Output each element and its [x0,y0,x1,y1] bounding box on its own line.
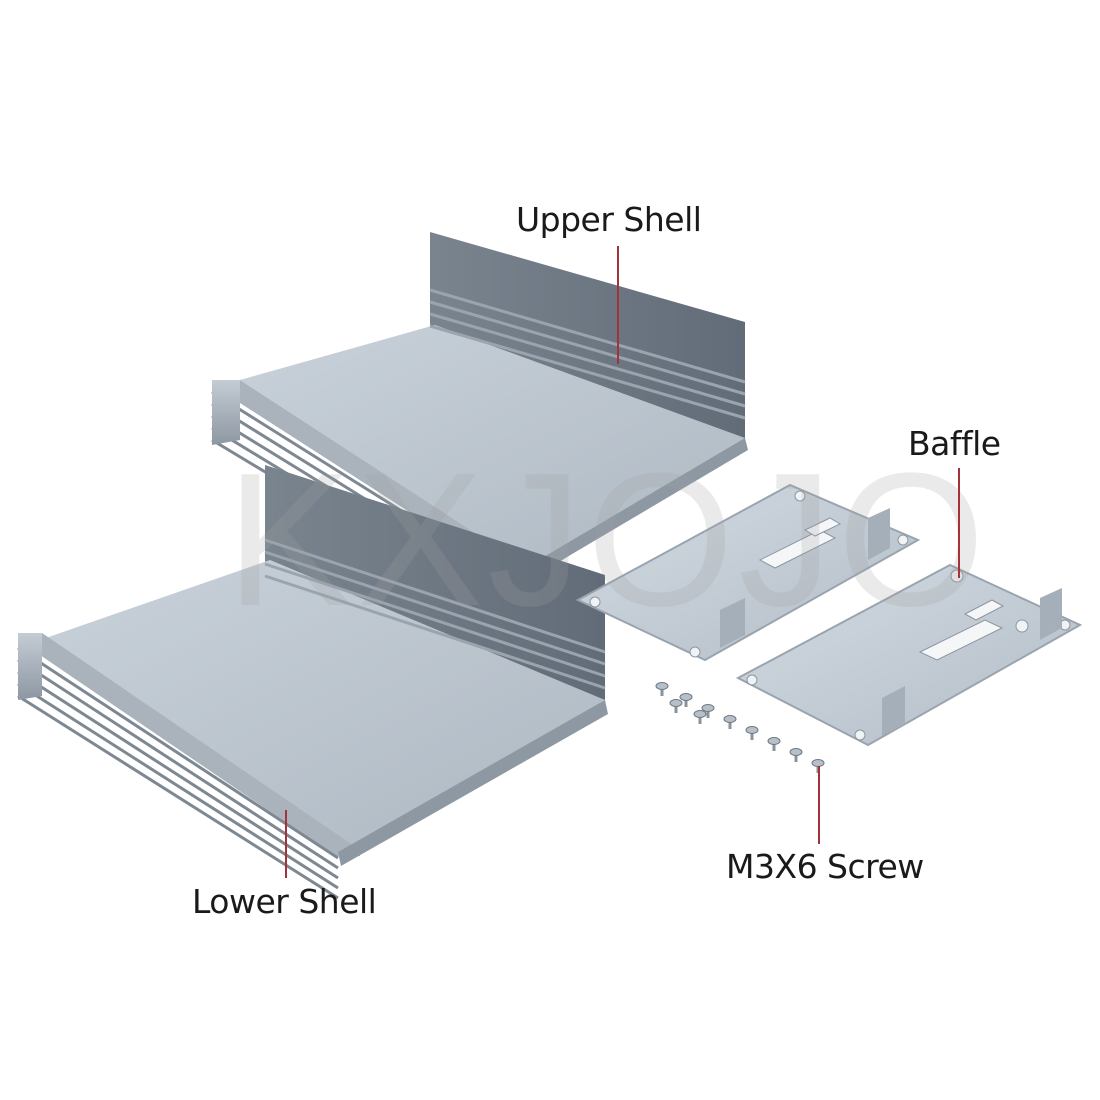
baffle-plate-1 [575,483,921,662]
screw [723,715,737,729]
leader-baffle [958,468,960,578]
screw [701,704,715,718]
leader-upper-shell [617,246,619,364]
screw-set [655,682,825,773]
upper-shell [211,232,748,624]
screw [767,737,781,751]
leader-screw [818,766,820,844]
label-upper-shell: Upper Shell [516,200,702,239]
screw [669,699,683,713]
screw [745,726,759,740]
screw [693,710,707,724]
label-screw: M3X6 Screw [726,847,924,886]
baffle-plate-2 [735,563,1083,747]
label-baffle: Baffle [908,424,1001,463]
screw [789,748,803,762]
label-lower-shell: Lower Shell [192,882,377,921]
watermark: KXJOJO [226,434,990,646]
lower-shell [17,465,608,900]
screw [655,682,669,696]
leader-lower-shell [285,810,287,878]
screw [679,693,693,707]
